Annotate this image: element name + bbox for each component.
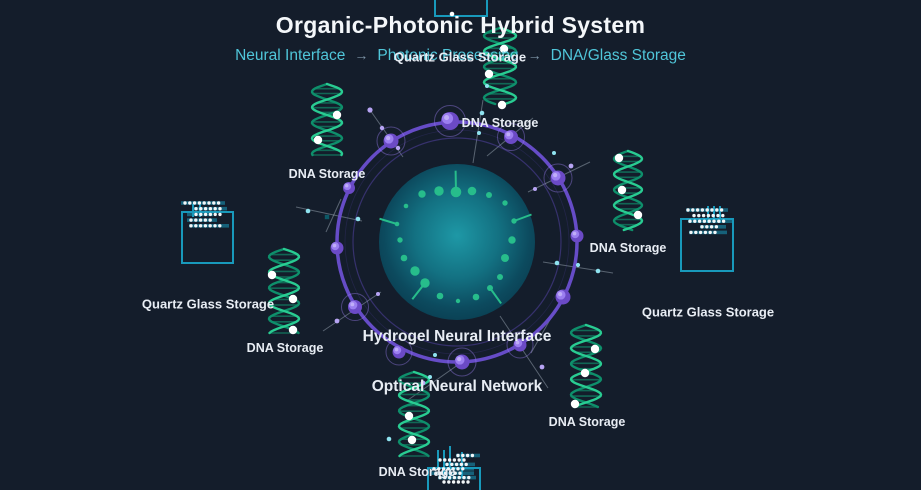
quartz-glass-storage-icon — [427, 446, 481, 490]
particle-dot — [367, 107, 373, 113]
quartz-glass-storage-icon — [181, 201, 234, 264]
particle-dot — [595, 268, 601, 274]
photonic-node — [330, 241, 344, 255]
dna-helix-icon — [310, 82, 344, 157]
dna-helix-icon — [569, 323, 603, 409]
dna-helix-icon — [612, 149, 644, 232]
dna-helix-icon — [482, 26, 518, 110]
particle-dot — [479, 110, 485, 116]
dna-helix-icon — [267, 247, 301, 335]
photonic-node — [497, 123, 525, 151]
page-title: Organic-Photonic Hybrid System — [275, 12, 646, 38]
particle-dot — [554, 260, 560, 266]
neuron-dot — [400, 254, 408, 262]
particle-dot — [433, 353, 437, 357]
particle-dot — [552, 151, 556, 155]
particle-dot — [334, 318, 340, 324]
particle-dot — [533, 187, 537, 191]
photonic-mid-ring — [344, 129, 570, 355]
particle-dot — [449, 11, 455, 17]
neuron-dot — [502, 200, 508, 206]
hydrogel-core-circle — [379, 164, 535, 320]
neuron-dot — [497, 274, 503, 280]
particle-dot — [477, 131, 481, 135]
neuron-dot — [436, 292, 444, 300]
neuron-dot — [394, 221, 400, 227]
particle-dot — [485, 84, 489, 88]
neuron-dot — [511, 218, 517, 224]
pipeline-subtitle: Neural Interface → Photonic Processing → DNA… — [0, 46, 921, 65]
neuron-dot — [487, 285, 493, 291]
photonic-node — [543, 163, 573, 193]
neuron-dot — [467, 186, 477, 196]
arrow-right-icon: → — [527, 47, 542, 63]
particle-dot — [395, 145, 401, 151]
photonic-node — [506, 331, 534, 359]
neuron-dot — [508, 236, 516, 244]
particle-dot — [539, 364, 545, 370]
header: Organic-Photonic Hybrid System Neural In… — [0, 0, 921, 65]
neuron-dot — [486, 192, 492, 198]
neuron-dot — [434, 186, 444, 196]
dna-helix-icon — [397, 370, 431, 458]
pipeline-stage-photonic-processing: Photonic Processing — [377, 47, 519, 64]
neuron-dot — [403, 203, 409, 209]
photonic-node — [447, 347, 477, 377]
neuron-dot — [450, 186, 462, 198]
pipeline-stage-neural-interface: Neural Interface — [235, 47, 346, 64]
particle-dot — [568, 163, 574, 169]
particle-dot — [386, 436, 392, 442]
neuron-dot — [397, 237, 403, 243]
neuron-dot — [455, 298, 461, 304]
photonic-node — [555, 289, 571, 305]
pipeline-stage-dna-glass-storage: DNA/Glass Storage — [550, 47, 686, 64]
particle-dot — [428, 375, 432, 379]
particle-dot — [575, 262, 581, 268]
neuron-dot — [420, 278, 430, 288]
photonic-node — [385, 338, 413, 366]
neuron-dot — [410, 266, 420, 276]
photonic-node — [341, 293, 369, 321]
quartz-glass-storage-icon — [680, 206, 734, 272]
arrow-right-icon: → — [354, 47, 369, 63]
photonic-node — [434, 105, 466, 137]
particle-dot — [376, 292, 380, 296]
particle-dot — [305, 208, 311, 214]
neuron-dot — [418, 190, 426, 198]
particle-square — [324, 214, 330, 220]
neuron-dot — [472, 293, 480, 301]
photonic-node — [343, 182, 355, 194]
photonic-node — [570, 229, 584, 243]
photonic-inner-ring — [352, 137, 562, 347]
particle-dot — [355, 216, 361, 222]
photonic-node — [376, 126, 406, 156]
particle-dot — [379, 125, 385, 131]
quartz-glass-storage-icon — [434, 0, 488, 17]
particle-dot — [420, 380, 426, 386]
neuron-dot — [501, 254, 509, 262]
